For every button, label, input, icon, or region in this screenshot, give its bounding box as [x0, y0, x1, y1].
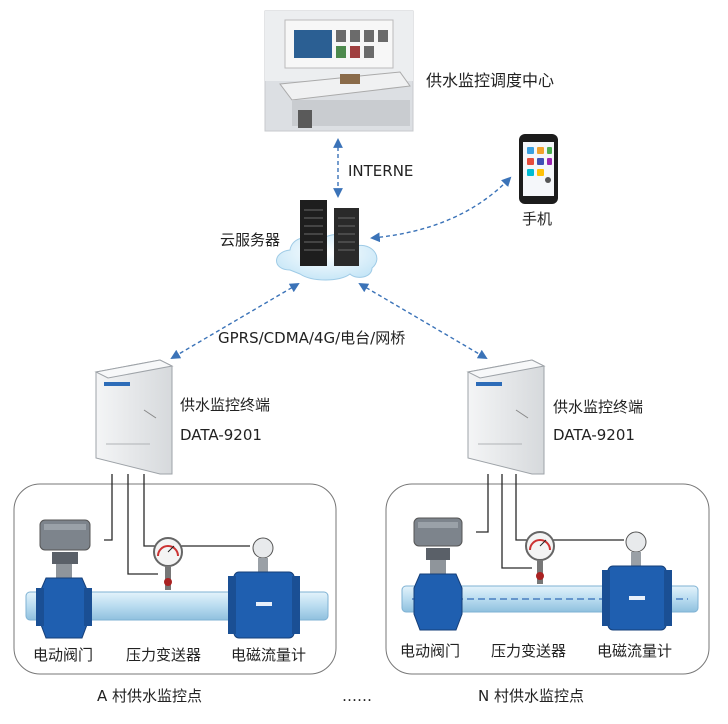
- arrow-server-right-terminal: [358, 283, 488, 359]
- terminal-left-model: DATA-9201: [180, 426, 262, 444]
- cloud-server-label: 云服务器: [220, 231, 281, 249]
- pressure-left-label: 压力变送器: [126, 646, 202, 664]
- control-center-image: [264, 10, 414, 132]
- flowmeter-left-label: 电磁流量计: [231, 646, 307, 664]
- phone-label: 手机: [522, 210, 553, 228]
- site-a-label: A 村供水监控点: [97, 687, 203, 705]
- network-label: GPRS/CDMA/4G/电台/网桥: [218, 329, 406, 347]
- flowmeter-right: [602, 531, 672, 631]
- terminal-right-title: 供水监控终端: [553, 398, 644, 416]
- valve-left-label: 电动阀门: [33, 646, 94, 664]
- internet-label: INTERNE: [348, 162, 414, 180]
- ellipsis-label: ……: [342, 687, 372, 705]
- arrow-server-phone: [370, 176, 512, 243]
- site-panel-right: [385, 483, 710, 675]
- terminal-left-title: 供水监控终端: [180, 396, 271, 414]
- arrow-server-left-terminal: [170, 283, 300, 359]
- pressure-transmitter-right: [525, 531, 555, 584]
- valve-right-label: 电动阀门: [400, 642, 461, 660]
- flowmeter-left: [228, 537, 300, 639]
- site-n-label: N 村供水监控点: [478, 687, 584, 705]
- pressure-transmitter-left: [153, 537, 183, 590]
- terminal-cabinet-right: [466, 359, 546, 475]
- control-center-label: 供水监控调度中心: [426, 71, 555, 90]
- cloud-server-icon: [276, 200, 378, 281]
- electric-valve-right: [413, 517, 463, 631]
- terminal-cabinet-left: [94, 359, 174, 475]
- electric-valve-left: [36, 519, 92, 639]
- phone-icon: [519, 134, 558, 204]
- site-panel-left: [13, 483, 337, 675]
- flowmeter-right-label: 电磁流量计: [597, 642, 673, 660]
- pressure-right-label: 压力变送器: [491, 642, 567, 660]
- terminal-right-model: DATA-9201: [553, 426, 635, 444]
